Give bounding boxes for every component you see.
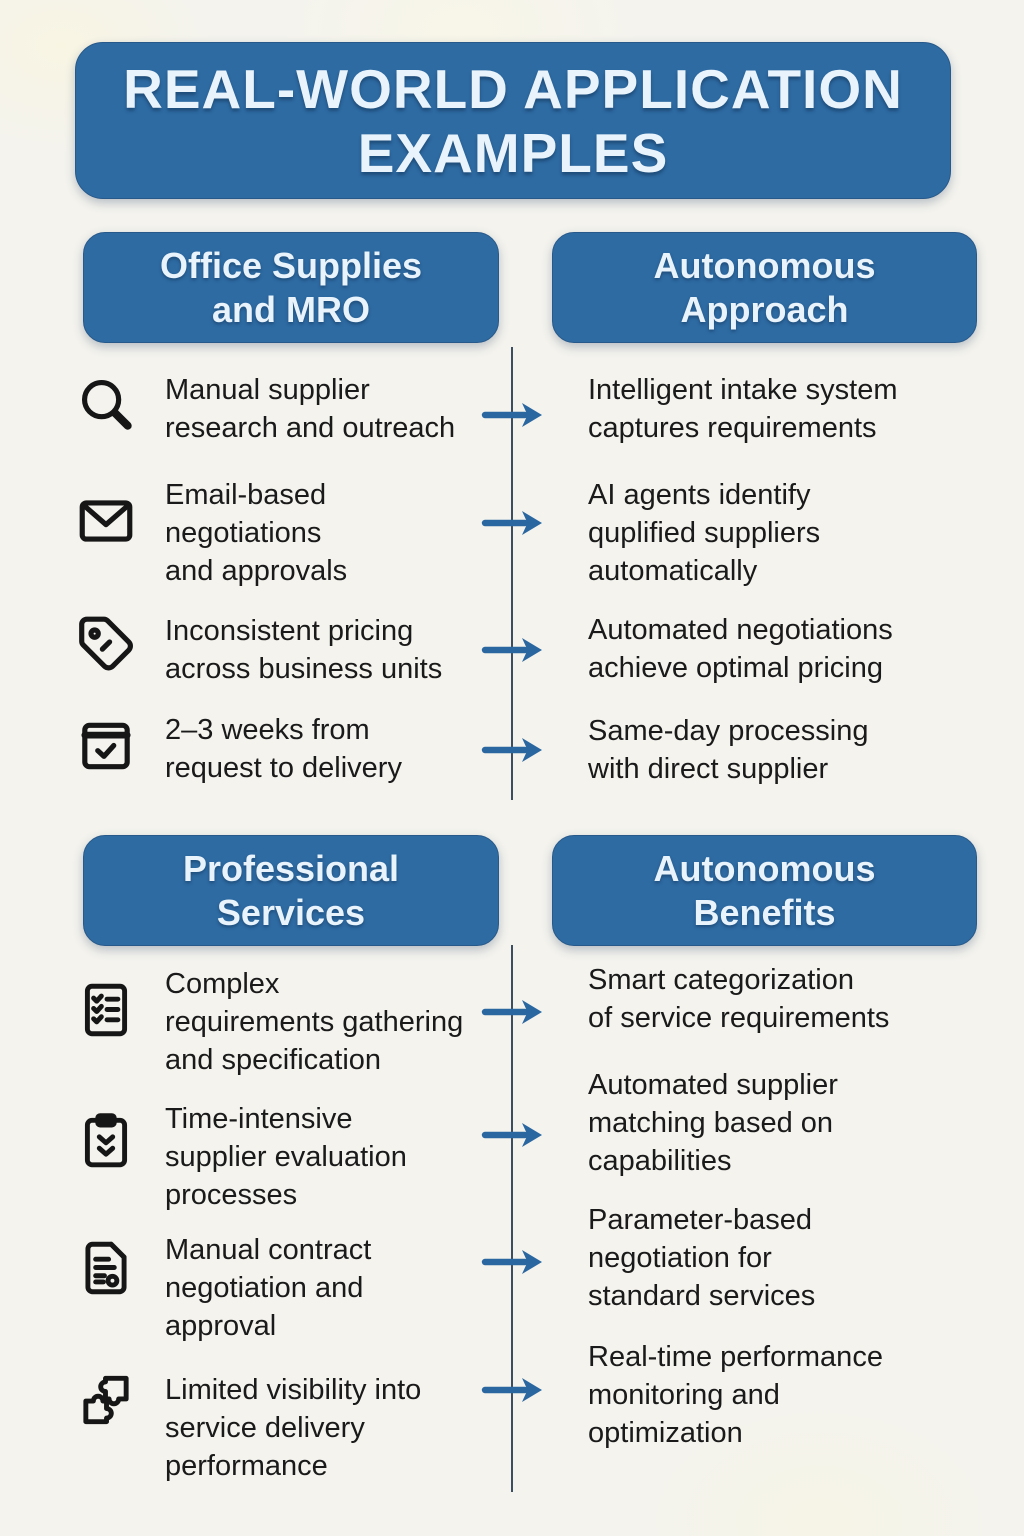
item-text: Automated supplier matching based on cap… bbox=[588, 1069, 838, 1177]
list-item-ai-agents-identify: AI agents identify quplified suppliers a… bbox=[588, 476, 1000, 590]
calendar-check-icon bbox=[75, 715, 137, 777]
list-item-complex-requirements: Complex requirements gathering and speci… bbox=[75, 965, 515, 1079]
list-item-email-negotiations: Email-based negotiations and approvals bbox=[75, 476, 515, 590]
header-autonomous-approach: Autonomous Approach bbox=[552, 232, 977, 343]
list-item-automated-negotiations: Automated negotiations achieve optimal p… bbox=[588, 611, 1000, 687]
item-text: Complex requirements gathering and speci… bbox=[165, 968, 464, 1076]
item-text: Automated negotiations achieve optimal p… bbox=[588, 614, 893, 684]
title-banner: REAL-WORLD APPLICATION EXAMPLES bbox=[75, 42, 951, 199]
item-text: AI agents identify quplified suppliers a… bbox=[588, 479, 821, 587]
right-arrow-icon bbox=[481, 1378, 542, 1402]
right-arrow-icon bbox=[481, 1250, 542, 1274]
header-label: Professional Services bbox=[182, 847, 400, 933]
item-text: Manual contract negotiation and approval bbox=[165, 1234, 372, 1342]
list-item-parameter-negotiation: Parameter-based negotiation for standard… bbox=[588, 1201, 1000, 1315]
page-title: REAL-WORLD APPLICATION EXAMPLES bbox=[123, 57, 903, 184]
clipboard-icon bbox=[75, 1110, 137, 1172]
item-text: Manual supplier research and outreach bbox=[165, 374, 456, 444]
right-arrow-icon bbox=[481, 1000, 542, 1024]
list-item-limited-visibility: Limited visibility into service delivery… bbox=[75, 1371, 515, 1485]
item-text: Intelligent intake system captures requi… bbox=[588, 374, 898, 444]
item-text: Time-intensive supplier evaluation proce… bbox=[165, 1103, 407, 1211]
item-text: Email-based negotiations and approvals bbox=[165, 479, 348, 587]
item-text: Smart categorization of service requirem… bbox=[588, 964, 890, 1034]
checklist-icon bbox=[75, 979, 137, 1041]
item-text: 2–3 weeks from request to delivery bbox=[165, 714, 402, 784]
list-item-automated-matching: Automated supplier matching based on cap… bbox=[588, 1066, 1000, 1180]
header-autonomous-benefits: Autonomous Benefits bbox=[552, 835, 977, 946]
item-text: Parameter-based negotiation for standard… bbox=[588, 1204, 816, 1312]
item-text: Same-day processing with direct supplier bbox=[588, 715, 869, 785]
list-item-realtime-monitoring: Real-time performance monitoring and opt… bbox=[588, 1338, 1000, 1452]
right-arrow-icon bbox=[481, 738, 542, 762]
item-text: Inconsistent pricing across business uni… bbox=[165, 615, 443, 685]
list-item-same-day-processing: Same-day processing with direct supplier bbox=[588, 712, 1000, 788]
list-item-manual-supplier-research: Manual supplier research and outreach bbox=[75, 371, 515, 447]
puzzle-icon bbox=[75, 1369, 137, 1431]
search-icon bbox=[75, 373, 137, 435]
mail-icon bbox=[75, 490, 137, 552]
list-item-inconsistent-pricing: Inconsistent pricing across business uni… bbox=[75, 612, 515, 688]
list-item-manual-contract: Manual contract negotiation and approval bbox=[75, 1231, 515, 1345]
right-arrow-icon bbox=[481, 511, 542, 535]
header-label: Autonomous Approach bbox=[653, 244, 876, 330]
header-label: Autonomous Benefits bbox=[653, 847, 876, 933]
list-item-intelligent-intake: Intelligent intake system captures requi… bbox=[588, 371, 1000, 447]
right-arrow-icon bbox=[481, 638, 542, 662]
header-professional-services: Professional Services bbox=[83, 835, 499, 946]
contract-document-icon bbox=[75, 1237, 137, 1299]
vertical-divider-bottom bbox=[511, 945, 513, 1492]
list-item-smart-categorization: Smart categorization of service requirem… bbox=[588, 961, 1000, 1037]
item-text: Limited visibility into service delivery… bbox=[165, 1374, 422, 1482]
list-item-weeks-to-delivery: 2–3 weeks from request to delivery bbox=[75, 711, 515, 787]
list-item-time-intensive-evaluation: Time-intensive supplier evaluation proce… bbox=[75, 1100, 515, 1214]
price-tag-icon bbox=[75, 614, 137, 676]
right-arrow-icon bbox=[481, 1123, 542, 1147]
header-office-supplies-mro: Office Supplies and MRO bbox=[83, 232, 499, 343]
right-arrow-icon bbox=[481, 403, 542, 427]
header-label: Office Supplies and MRO bbox=[159, 244, 423, 330]
item-text: Real-time performance monitoring and opt… bbox=[588, 1341, 883, 1449]
vertical-divider-top bbox=[511, 347, 513, 800]
